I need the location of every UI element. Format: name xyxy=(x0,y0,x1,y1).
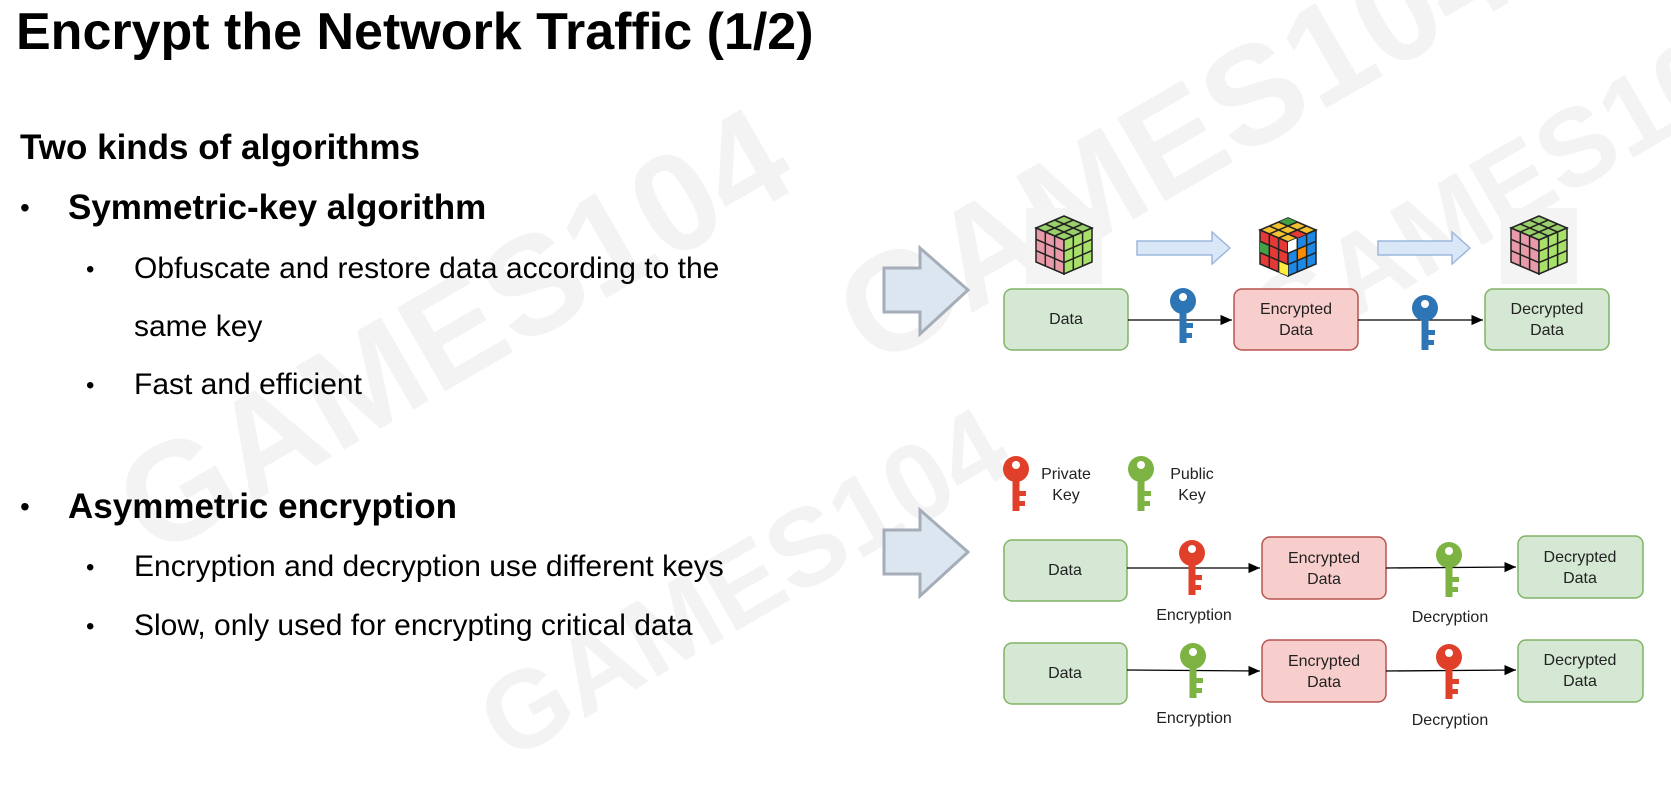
flow-arrow-icon xyxy=(1377,230,1472,266)
scrambled-cube-icon xyxy=(1259,217,1317,277)
node-label: Encrypted xyxy=(1288,653,1360,670)
node-data: Data xyxy=(1003,288,1129,351)
node-label: Data xyxy=(1563,570,1597,587)
step-label: Decryption xyxy=(1412,609,1488,626)
sub-bullet-text: Encryption and decryption use different … xyxy=(134,550,724,583)
node-encrypted: Encrypted Data xyxy=(1233,288,1359,351)
node-label: Data xyxy=(1530,322,1564,339)
node-label: Decrypted xyxy=(1544,652,1617,669)
bullet-dot: • xyxy=(20,491,30,522)
solved-cube-icon xyxy=(1025,207,1103,285)
bullet-dot: • xyxy=(20,192,30,223)
node-decrypted: Decrypted Data xyxy=(1517,535,1644,599)
sub-bullet-text: same key xyxy=(134,310,263,343)
node-label: Data xyxy=(1307,674,1341,691)
node-label: Data xyxy=(1307,571,1341,588)
key-icon xyxy=(1412,295,1438,350)
node-data: Data xyxy=(1003,642,1128,705)
node-label: Data xyxy=(1279,322,1313,339)
node-label: Encrypted xyxy=(1288,550,1360,567)
legend-label: Public xyxy=(1170,466,1214,483)
bullet-label: Symmetric-key algorithm xyxy=(68,188,487,227)
encryption-diagrams: Data Encrypted Data Decrypted Data Priva… xyxy=(882,207,1644,729)
public-key-icon xyxy=(1436,542,1462,597)
legend-label: Private xyxy=(1041,466,1091,483)
bullet-dot: • xyxy=(86,256,95,283)
slide-subtitle: Two kinds of algorithms xyxy=(20,128,420,167)
node-encrypted: Encrypted Data xyxy=(1261,536,1387,600)
node-label: Data xyxy=(1048,665,1082,682)
node-label: Data xyxy=(1048,562,1082,579)
node-label: Decrypted xyxy=(1544,549,1617,566)
node-decrypted: Decrypted Data xyxy=(1484,288,1610,351)
key-icon xyxy=(1170,288,1196,343)
step-label: Decryption xyxy=(1412,712,1488,729)
node-encrypted: Encrypted Data xyxy=(1261,639,1387,703)
node-label: Data xyxy=(1563,673,1597,690)
legend-label: Key xyxy=(1178,487,1206,504)
bullet-label: Asymmetric encryption xyxy=(68,487,458,526)
private-key-icon xyxy=(1003,456,1029,511)
slide-title: Encrypt the Network Traffic (1/2) xyxy=(16,3,814,61)
step-label: Encryption xyxy=(1156,710,1232,727)
private-key-icon xyxy=(1436,644,1462,699)
flow-arrow-icon xyxy=(1136,230,1232,266)
sub-bullet-text: Obfuscate and restore data according to … xyxy=(134,252,720,285)
legend-label: Key xyxy=(1052,487,1080,504)
bullet-dot: • xyxy=(86,613,95,640)
bullet-dot: • xyxy=(86,554,95,581)
node-data: Data xyxy=(1003,539,1128,602)
big-arrow-icon xyxy=(882,244,971,338)
node-decrypted: Decrypted Data xyxy=(1517,639,1644,703)
sub-bullet-text: Fast and efficient xyxy=(134,368,362,401)
node-label: Encrypted xyxy=(1260,301,1332,318)
step-label: Encryption xyxy=(1156,607,1232,624)
solved-cube-icon xyxy=(1500,207,1578,285)
public-key-icon xyxy=(1128,456,1154,511)
bullet-dot: • xyxy=(86,372,95,399)
node-label: Decrypted xyxy=(1511,301,1584,318)
big-arrow-icon xyxy=(882,506,971,600)
node-label: Data xyxy=(1049,311,1083,328)
sub-bullet-text: Slow, only used for encrypting critical … xyxy=(134,609,693,642)
